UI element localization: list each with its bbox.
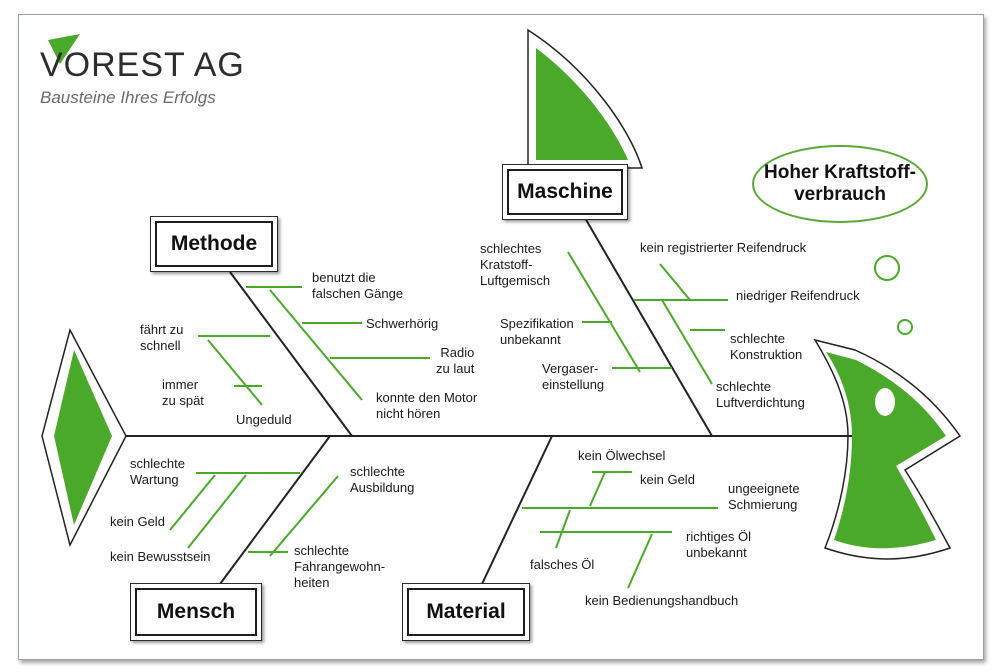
cause-label: immer zu spät bbox=[162, 377, 204, 408]
cause-label: Radio zu laut bbox=[436, 345, 475, 376]
cause-label: falsches Öl bbox=[530, 557, 595, 572]
category-mensch: Mensch bbox=[130, 583, 262, 641]
category-maschine: Maschine bbox=[502, 164, 628, 220]
category-methode: Methode bbox=[150, 216, 278, 272]
methode-sub-bones bbox=[198, 286, 430, 406]
bubble-small bbox=[897, 319, 913, 335]
fish-head bbox=[826, 352, 946, 549]
cause-label: kein Geld bbox=[640, 472, 695, 487]
logo-triangle-icon bbox=[48, 34, 80, 64]
cause-label: ungeeignete Schmierung bbox=[728, 481, 800, 512]
cause-label: Spezifikation unbekannt bbox=[500, 316, 574, 347]
fish-eye bbox=[875, 388, 895, 416]
cause-label: Vergaser- einstellung bbox=[542, 361, 605, 392]
bone-methode bbox=[229, 271, 353, 437]
maschine-sub-bones bbox=[567, 251, 728, 385]
cause-label: niedriger Reifendruck bbox=[736, 288, 860, 303]
cause-label: konnte den Motor nicht hören bbox=[376, 390, 478, 421]
top-fin bbox=[536, 48, 628, 160]
logo-name: VOREST AG bbox=[40, 46, 245, 84]
cause-label: schlechte Ausbildung bbox=[350, 464, 415, 495]
mensch-sub-bones bbox=[169, 472, 339, 557]
cause-label: benutzt die falschen Gänge bbox=[312, 270, 404, 301]
cause-label: kein Bedienungshandbuch bbox=[585, 593, 739, 608]
bone-maschine bbox=[584, 217, 713, 437]
cause-label: schlechtes Kratstoff- Luftgemisch bbox=[480, 241, 551, 288]
cause-label: kein Ölwechsel bbox=[578, 448, 666, 463]
category-material-label: Material bbox=[407, 588, 525, 636]
cause-label: kein Bewusstsein bbox=[110, 549, 211, 564]
cause-label: richtiges Öl unbekannt bbox=[686, 529, 752, 560]
category-mensch-label: Mensch bbox=[135, 588, 257, 636]
material-sub-bones bbox=[522, 471, 718, 589]
cause-label: Schwerhörig bbox=[366, 316, 439, 331]
category-maschine-label: Maschine bbox=[507, 169, 623, 215]
cause-label: fährt zu schnell bbox=[140, 322, 184, 353]
cause-label: schlechte Fahrangewohn- heiten bbox=[294, 543, 386, 590]
bone-material bbox=[481, 435, 553, 585]
cause-label: kein Geld bbox=[110, 514, 165, 529]
bubble-large bbox=[874, 255, 900, 281]
logo-tagline: Bausteine Ihres Erfolgs bbox=[40, 88, 216, 107]
cause-label: Ungeduld bbox=[236, 412, 292, 427]
effect-ellipse: Hoher Kraftstoff- verbrauch bbox=[752, 145, 928, 223]
category-material: Material bbox=[402, 583, 530, 641]
diagram-frame bbox=[18, 14, 984, 660]
cause-label: schlechte Wartung bbox=[130, 456, 185, 487]
cause-label: kein registrierter Reifendruck bbox=[640, 240, 807, 255]
fish-tail bbox=[54, 350, 112, 525]
category-methode-label: Methode bbox=[155, 221, 273, 267]
bone-mensch bbox=[219, 435, 331, 585]
cause-label: schlechte Konstruktion bbox=[730, 331, 803, 362]
cause-label: schlechte Luftverdichtung bbox=[716, 379, 805, 410]
